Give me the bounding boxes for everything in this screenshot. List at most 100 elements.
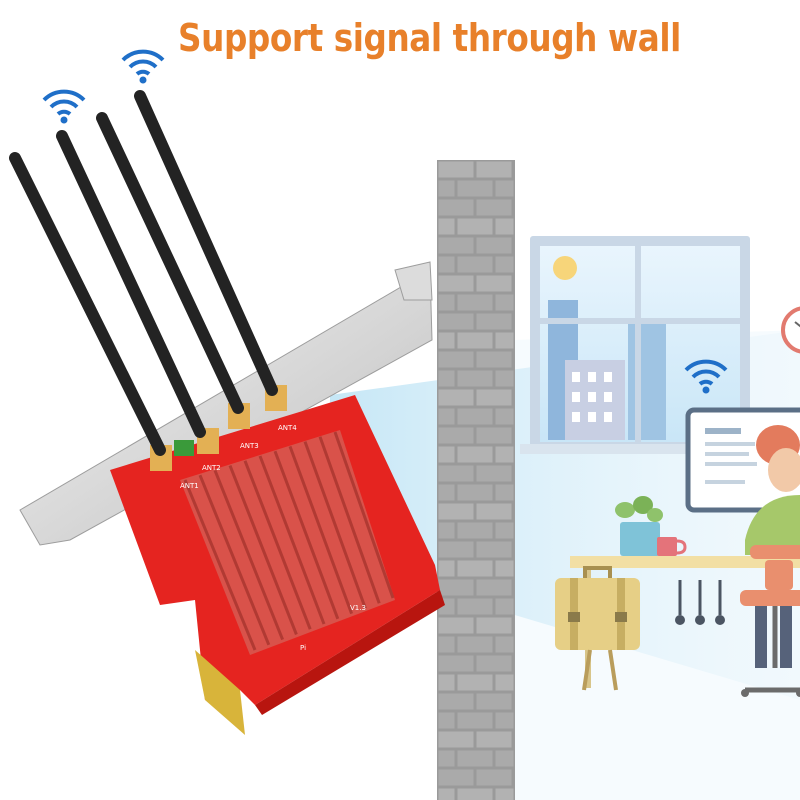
brick [438, 522, 455, 539]
brick [438, 180, 455, 197]
ant2-label: ANT2 [202, 464, 221, 472]
brick [457, 484, 493, 501]
brick [495, 294, 514, 311]
wifi-icon [42, 89, 86, 124]
person [745, 425, 800, 555]
brick [457, 408, 493, 425]
brick [476, 655, 512, 672]
brick [438, 674, 455, 691]
pi-label: Pi [300, 644, 306, 652]
brick [495, 408, 514, 425]
brick [476, 237, 512, 254]
brick [495, 522, 514, 539]
brick [457, 522, 493, 539]
brick [438, 237, 474, 254]
brick [457, 636, 493, 653]
brick [476, 199, 512, 216]
headline: Support signal through wall [178, 16, 681, 60]
brick [457, 446, 493, 463]
brick [495, 218, 514, 235]
brick [438, 560, 455, 577]
brick [438, 617, 474, 634]
brick [438, 655, 474, 672]
brick [438, 484, 455, 501]
antenna-4 [134, 90, 278, 396]
led [174, 440, 194, 456]
brick [438, 503, 474, 520]
brick-wall [437, 160, 515, 800]
brick [438, 427, 474, 444]
brick [438, 294, 455, 311]
wall-bricks [438, 161, 514, 800]
brick [438, 636, 455, 653]
brick [476, 389, 512, 406]
brick [495, 370, 514, 387]
brick [495, 750, 514, 767]
heatsink-fin [273, 450, 340, 620]
brick [438, 693, 474, 710]
brick [457, 560, 493, 577]
heatsink-fin [228, 465, 298, 635]
brick [438, 351, 474, 368]
brick [438, 446, 455, 463]
brick [438, 788, 455, 800]
antenna-2 [56, 130, 206, 438]
brick [476, 617, 512, 634]
brick [495, 674, 514, 691]
brick [438, 750, 455, 767]
ant1-label: ANT1 [180, 482, 199, 490]
brick [438, 731, 474, 748]
brick [495, 636, 514, 653]
antenna-3 [96, 112, 244, 414]
brick [457, 750, 493, 767]
brick [495, 484, 514, 501]
pcie-connector [195, 650, 245, 735]
brick [476, 503, 512, 520]
ant4-label: ANT4 [278, 424, 297, 432]
window [520, 236, 760, 454]
brick [495, 712, 514, 729]
brick [476, 465, 512, 482]
chair [740, 545, 800, 697]
ant3-label: ANT3 [240, 442, 259, 450]
brick [457, 370, 493, 387]
brick [438, 541, 474, 558]
brick [457, 598, 493, 615]
heatsink-fin [183, 479, 257, 651]
brick [476, 579, 512, 596]
brick [438, 370, 455, 387]
heatsink-fin [303, 441, 367, 609]
brick [438, 256, 455, 273]
brick [438, 332, 455, 349]
wifi-card: ANT1 ANT2 ANT3 ANT4 V1.3 Pi [110, 385, 445, 735]
brick [476, 427, 512, 444]
heatsink [180, 430, 395, 655]
building-icon [628, 320, 666, 440]
brick [438, 408, 455, 425]
brick [476, 161, 512, 178]
clock-icon [781, 306, 800, 354]
brick [457, 180, 493, 197]
cup-icon [657, 537, 687, 556]
brick [476, 769, 512, 786]
brick [438, 769, 474, 786]
brick [438, 161, 474, 178]
bag-icon [555, 566, 640, 691]
brick [495, 788, 514, 800]
brick [438, 712, 455, 729]
heatsink-fin [243, 460, 312, 630]
brick [438, 199, 474, 216]
brick [457, 218, 493, 235]
wifi-icon [684, 359, 728, 394]
heatsink-fin [333, 431, 395, 599]
brick [476, 693, 512, 710]
heatsink-fin [198, 474, 271, 646]
brick [495, 332, 514, 349]
heatsink-fin [288, 445, 354, 615]
brick [457, 788, 493, 800]
brick [457, 674, 493, 691]
brick [476, 541, 512, 558]
brick [495, 256, 514, 273]
brick [438, 465, 474, 482]
